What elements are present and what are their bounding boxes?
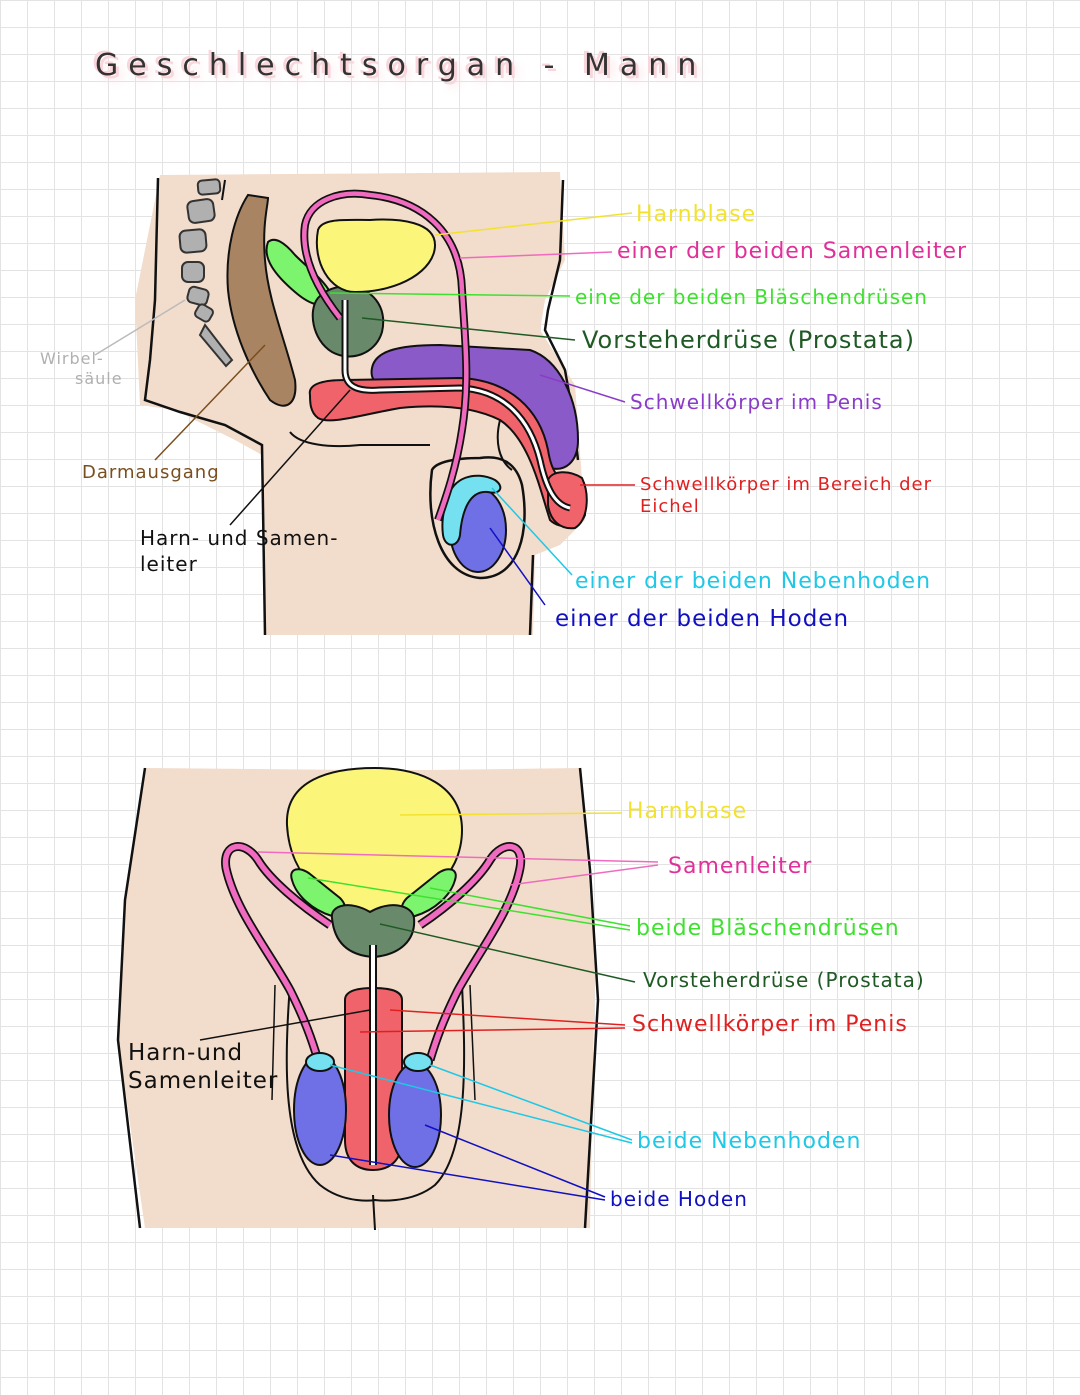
side-label-glans-1: Schwellkörper im Bereich der: [640, 474, 933, 495]
front-leader-lines: [199, 812, 659, 1201]
page-title: Geschlechtsorgan - Mann: [95, 48, 707, 83]
front-label-epididymis: beide Nebenhoden: [637, 1129, 862, 1154]
side-body-outline: [143, 177, 267, 636]
front-label-urethra-1: Harn-und: [128, 1040, 244, 1066]
spine: [178, 178, 234, 368]
front-left-outline: [116, 767, 147, 1229]
side-label-prostate: Vorsteherdrüse (Prostata): [582, 326, 915, 354]
side-label-spine-2: säule: [75, 369, 123, 388]
front-label-bladder: Harnblase: [627, 799, 748, 824]
side-leader-lines: [94, 212, 635, 606]
side-label-corpus-cavernosum: Schwellkörper im Penis: [630, 390, 883, 414]
side-label-spine-1: Wirbel-: [40, 349, 104, 368]
side-label-vas-deferens: einer der beiden Samenleiter: [617, 239, 968, 264]
side-thigh-outline: [528, 554, 535, 636]
side-label-glans-2: Eichel: [640, 496, 700, 517]
front-epididymis-left: [305, 1052, 335, 1072]
side-label-seminal-vesicle: eine der beiden Bläschendrüsen: [575, 285, 928, 309]
front-label-seminal-vesicles: beide Bläschendrüsen: [636, 916, 900, 941]
front-label-urethra-2: Samenleiter: [128, 1068, 279, 1094]
front-testis-right: [388, 1062, 442, 1168]
side-glans: [547, 471, 588, 530]
side-perineum: [289, 431, 430, 448]
side-label-epididymis: einer der beiden Nebenhoden: [575, 569, 932, 594]
front-label-vas-deferens: Samenleiter: [668, 854, 813, 879]
side-label-testis: einer der beiden Hoden: [555, 606, 850, 632]
side-label-rectum: Darmausgang: [82, 462, 220, 483]
front-scrotum-outline: [285, 984, 466, 1202]
front-midline: [372, 1194, 376, 1231]
side-bladder: [315, 218, 437, 294]
side-label-urethra-1: Harn- und Samen-: [140, 526, 339, 550]
front-label-corpus-cavernosum: Schwellkörper im Penis: [632, 1012, 908, 1037]
side-label-urethra-2: leiter: [140, 552, 198, 576]
side-view-diagram: [94, 172, 635, 636]
side-thigh-line: [496, 419, 513, 471]
front-epididymis-right: [403, 1052, 433, 1072]
front-view-diagram: [116, 766, 659, 1231]
front-prostate: [330, 904, 416, 959]
side-label-bladder: Harnblase: [636, 202, 757, 227]
front-label-testes: beide Hoden: [610, 1187, 748, 1211]
rectum: [226, 193, 297, 407]
side-epididymis: [441, 474, 502, 546]
front-right-outline: [578, 767, 600, 1229]
front-thigh-left: [271, 984, 276, 1101]
side-back-skin-line: [221, 179, 226, 201]
front-label-prostate: Vorsteherdrüse (Prostata): [643, 968, 925, 992]
